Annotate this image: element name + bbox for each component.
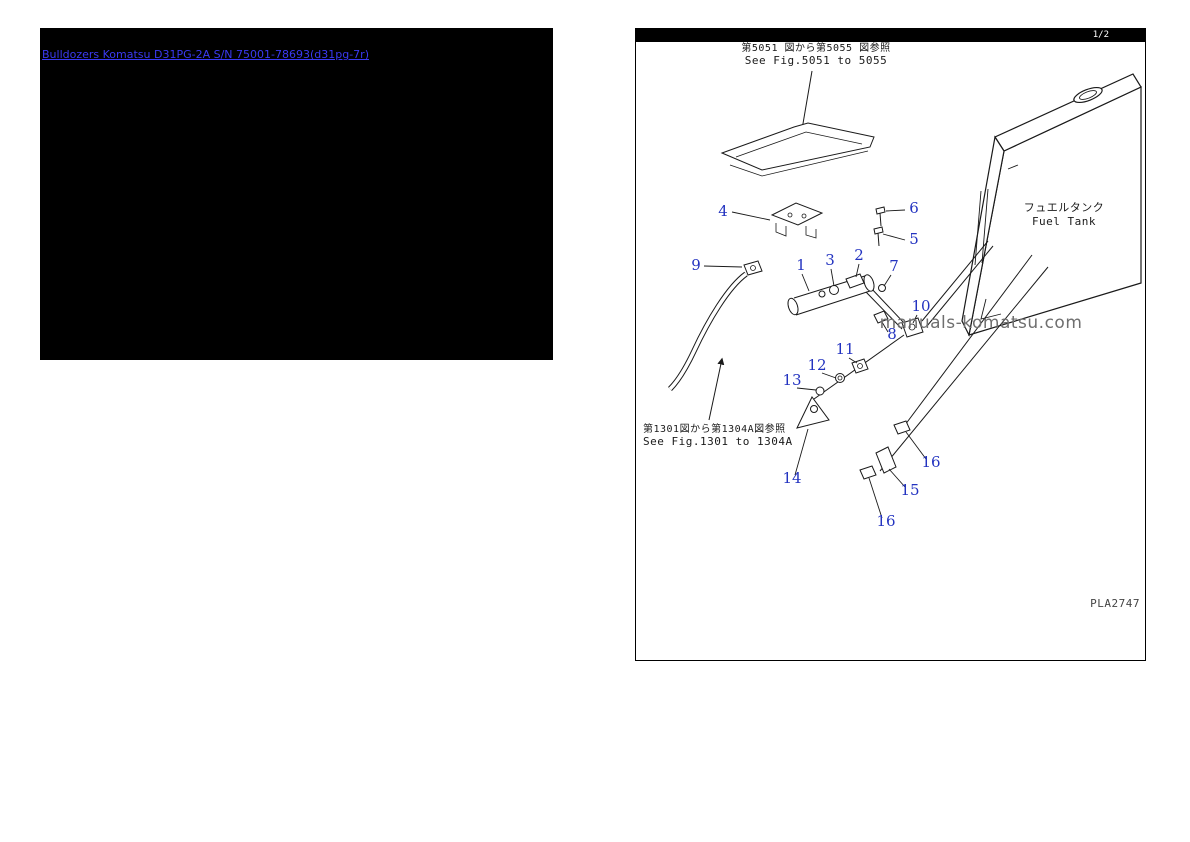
callout-number-10: 10 — [911, 297, 930, 315]
callout-number-8: 8 — [887, 325, 897, 343]
page-indicator: 1/2 — [1092, 30, 1109, 40]
callout-number-2: 2 — [854, 246, 864, 264]
lower-fittings — [796, 317, 924, 480]
bottom-ref-en: See Fig.1301 to 1304A — [643, 435, 793, 448]
drawing-code: PLA2747 — [1090, 597, 1140, 610]
fuel-tank-label-jp: フュエルタンク — [1024, 201, 1105, 214]
watermark: manuals-komatsu.com — [880, 313, 1083, 333]
callout-number-5: 5 — [909, 230, 919, 248]
callout-leader-10 — [912, 314, 918, 324]
parts-diagram-panel: 1/2 — [635, 28, 1146, 661]
callout-leader-9 — [703, 265, 743, 268]
callout-number-11: 11 — [835, 340, 854, 358]
top-ref-jp: 第5051 図から第5055 図参照 — [741, 41, 890, 54]
callout-leader-4 — [731, 211, 771, 221]
bracket-assembly — [720, 122, 886, 247]
fuel-tank-label-en: Fuel Tank — [1032, 215, 1096, 228]
callout-leader-5 — [882, 233, 906, 241]
callout-leader-12 — [821, 372, 837, 379]
panel-top-bar: 1/2 — [636, 29, 1145, 42]
callout-number-13: 13 — [782, 371, 801, 389]
callout-number-3: 3 — [825, 251, 835, 269]
fuel-tank-drawing — [961, 73, 1142, 337]
bottom-ref-jp: 第1301図から第1304A図参照 — [643, 422, 786, 435]
callout-leader-16 — [868, 477, 883, 519]
callout-number-16: 16 — [921, 453, 940, 471]
callout-number-15: 15 — [900, 481, 919, 499]
callout-number-16: 16 — [876, 512, 895, 530]
callout-leader-2 — [855, 263, 860, 278]
callout-leader-1 — [801, 273, 810, 292]
left-page-black-area: Bulldozers Komatsu D31PG-2A S/N 75001-78… — [40, 28, 553, 360]
callout-number-14: 14 — [782, 469, 801, 487]
callout-number-9: 9 — [691, 256, 701, 274]
callout-leader-7 — [883, 274, 892, 287]
top-ref-en: See Fig.5051 to 5055 — [745, 54, 887, 67]
callout-leader-6 — [885, 209, 906, 212]
callout-leader-16 — [905, 431, 927, 460]
callout-number-4: 4 — [718, 202, 728, 220]
hose-drawing — [668, 271, 748, 391]
callout-leader-14 — [794, 428, 809, 476]
callout-leader-3 — [830, 268, 835, 287]
callout-number-12: 12 — [807, 356, 826, 374]
callout-leader-13 — [796, 387, 817, 391]
callout-leader-11 — [848, 357, 858, 364]
callout-number-1: 1 — [796, 256, 806, 274]
parts-catalog-link[interactable]: Bulldozers Komatsu D31PG-2A S/N 75001-78… — [42, 48, 369, 61]
reference-arrows — [708, 70, 813, 421]
callout-leader-8 — [881, 321, 889, 333]
callout-leader-15 — [888, 468, 906, 488]
callout-number-7: 7 — [889, 257, 899, 275]
callout-number-6: 6 — [909, 199, 919, 217]
pipe-assembly — [743, 260, 889, 324]
